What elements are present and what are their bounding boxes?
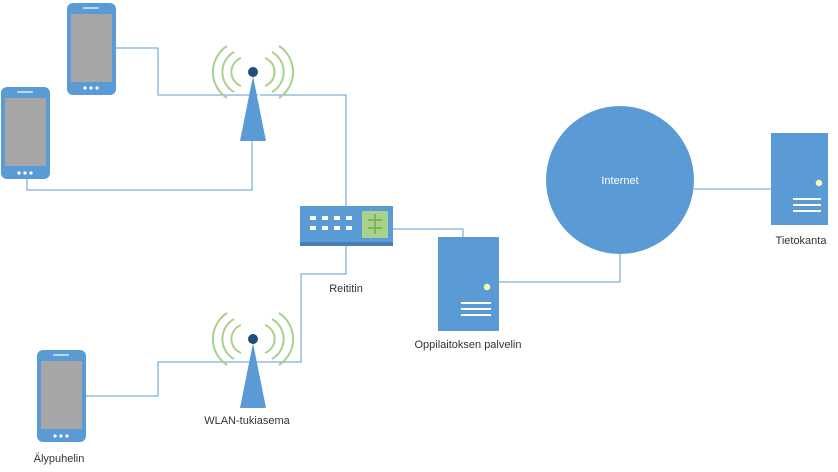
- link-router-to-ap-bottom: [258, 246, 347, 363]
- link-server-to-internet: [499, 253, 621, 283]
- link-ap-to-router: [260, 94, 347, 206]
- internet-node: [546, 106, 694, 254]
- access-point-bottom: [211, 312, 295, 408]
- database-server: [771, 133, 828, 225]
- link-ap-to-phone-left: [24, 94, 258, 191]
- smartphone-left: [1, 87, 50, 179]
- smartphone-bottom: [37, 350, 86, 442]
- database-label: Tietokanta: [776, 235, 828, 247]
- access-point-top: [211, 45, 295, 141]
- link-ap-to-phone-bottom: [64, 361, 258, 399]
- smartphone-top: [67, 3, 116, 95]
- school-server: [438, 237, 499, 331]
- smartphone-label: Älypuhelin: [34, 453, 85, 465]
- router: [300, 206, 393, 246]
- router-label: Reititin: [329, 283, 363, 295]
- access-point-label: WLAN-tukiasema: [204, 415, 290, 427]
- internet-label: Internet: [601, 175, 638, 187]
- link-ap-to-phone-top: [90, 45, 258, 96]
- school-server-label: Oppilaitoksen palvelin: [414, 339, 521, 351]
